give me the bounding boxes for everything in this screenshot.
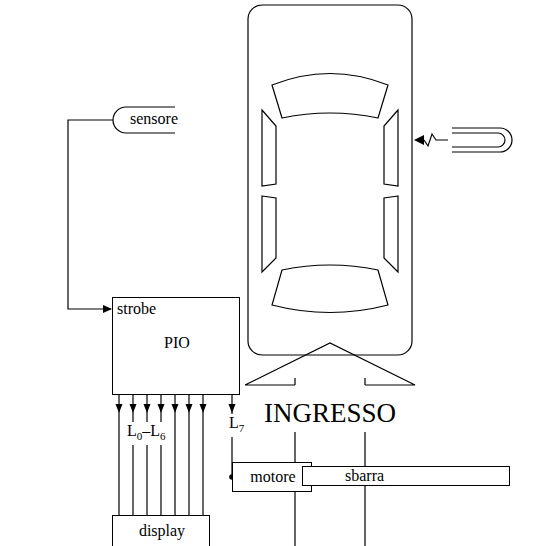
node-text: sbarra (345, 467, 384, 485)
node-text: motore (250, 468, 295, 486)
display-box: display (112, 515, 210, 546)
bus-label: L0–L6 (126, 422, 167, 445)
motor-box: motore (232, 462, 312, 492)
signal-index: 6 (160, 430, 166, 442)
bus-label: L7 (228, 414, 245, 437)
signal-wire (116, 395, 207, 515)
node-text: display (139, 522, 185, 540)
entrance-label: INGRESSO (263, 398, 397, 428)
signal-name: L (229, 414, 239, 431)
signal-name: –L (142, 422, 160, 439)
signal-index: 7 (239, 422, 245, 434)
node-text: sensore (130, 110, 178, 128)
signal-wire (68, 120, 113, 313)
signal-index: 0 (137, 430, 143, 442)
pio-box: strobePIO (112, 297, 240, 395)
node-text: strobe (117, 300, 156, 318)
node-text: PIO (164, 334, 190, 352)
barrier-bar: sbarra (302, 466, 510, 486)
sensor-housing: sensore (113, 107, 187, 133)
signal-name: L (127, 422, 137, 439)
